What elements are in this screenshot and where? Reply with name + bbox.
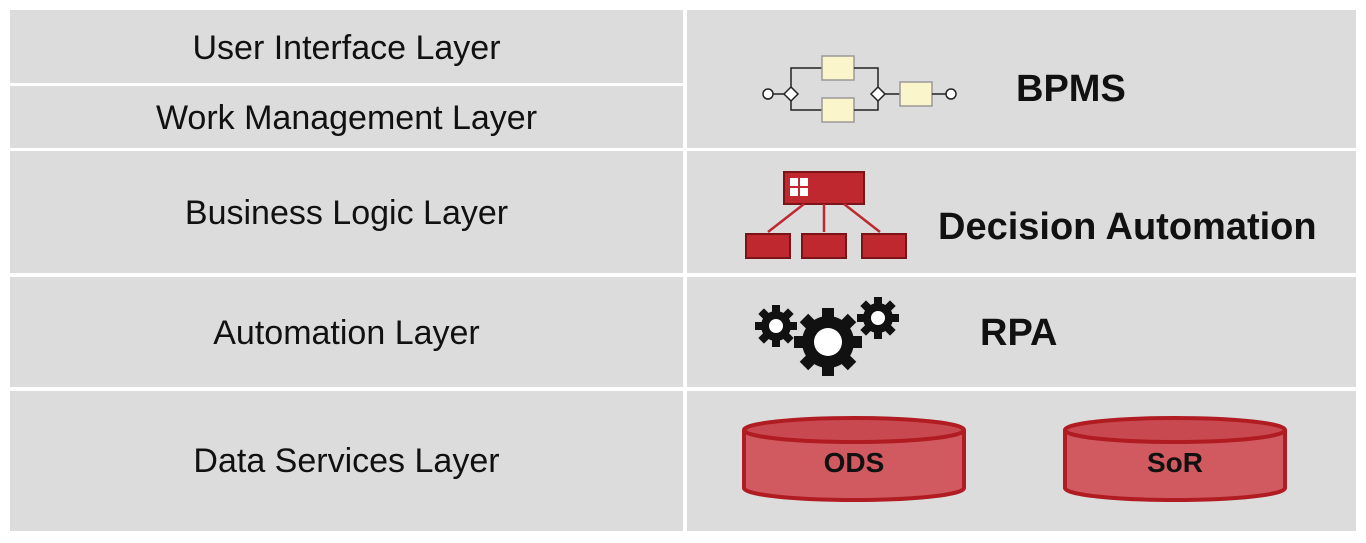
layer-cell-user-interface [10,10,683,83]
layer-cell-automation [10,277,683,387]
ods-label: ODS [823,447,885,478]
bpmn-process-icon [762,55,957,123]
gears-icon [755,297,899,376]
layer-label-work-management: Work Management Layer [155,99,538,137]
sor-database-icon [1063,416,1287,502]
tech-cell-rpa [687,277,1356,387]
ods-database-icon [742,416,966,502]
decision-tree-icon [745,171,907,259]
layer-label-user-interface: User Interface Layer [192,29,501,67]
rpa-label: RPA [980,312,1058,354]
layer-label-automation: Automation Layer [213,314,480,352]
layer-label-business-logic: Business Logic Layer [184,194,509,232]
tech-cell-bpms [687,10,1356,148]
layer-cell-data-services [10,391,683,531]
decision-automation-label: Decision Automation [938,206,1317,248]
layer-cell-business-logic [10,151,683,273]
layer-label-data-services: Data Services Layer [193,442,500,480]
bpms-label: BPMS [1016,68,1126,110]
layer-cell-work-management [10,86,683,148]
sor-label: SoR [1147,447,1203,478]
